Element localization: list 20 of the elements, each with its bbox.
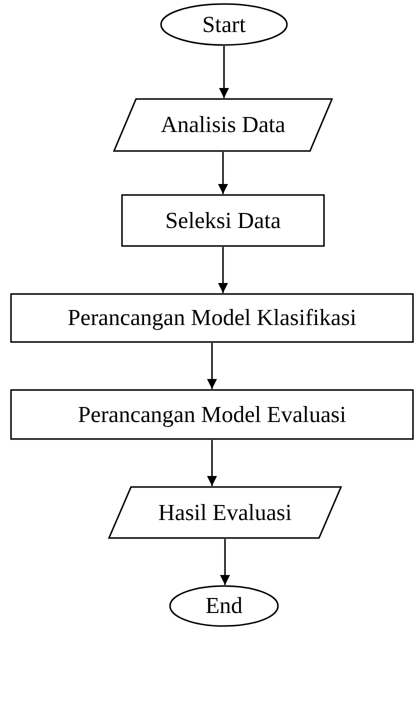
arrow	[218, 247, 228, 293]
arrow	[207, 343, 217, 389]
process-box	[10, 389, 414, 440]
arrow	[219, 46, 229, 98]
arrow	[218, 152, 228, 194]
node-label: Perancangan Model Evaluasi	[78, 402, 346, 428]
arrow	[207, 440, 217, 486]
node-label: End	[205, 593, 243, 619]
node-label: Hasil Evaluasi	[158, 500, 292, 526]
node-label: Start	[202, 12, 246, 38]
terminal-oval	[169, 585, 279, 627]
arrow	[220, 539, 230, 585]
process-box	[121, 194, 325, 247]
data-parallelogram	[108, 486, 342, 539]
node-label: Analisis Data	[160, 112, 286, 138]
node-label: Perancangan Model Klasifikasi	[68, 305, 356, 331]
terminal-oval	[160, 3, 288, 46]
data-parallelogram	[113, 98, 333, 152]
node-label: Seleksi Data	[165, 208, 281, 234]
process-box	[10, 293, 414, 343]
